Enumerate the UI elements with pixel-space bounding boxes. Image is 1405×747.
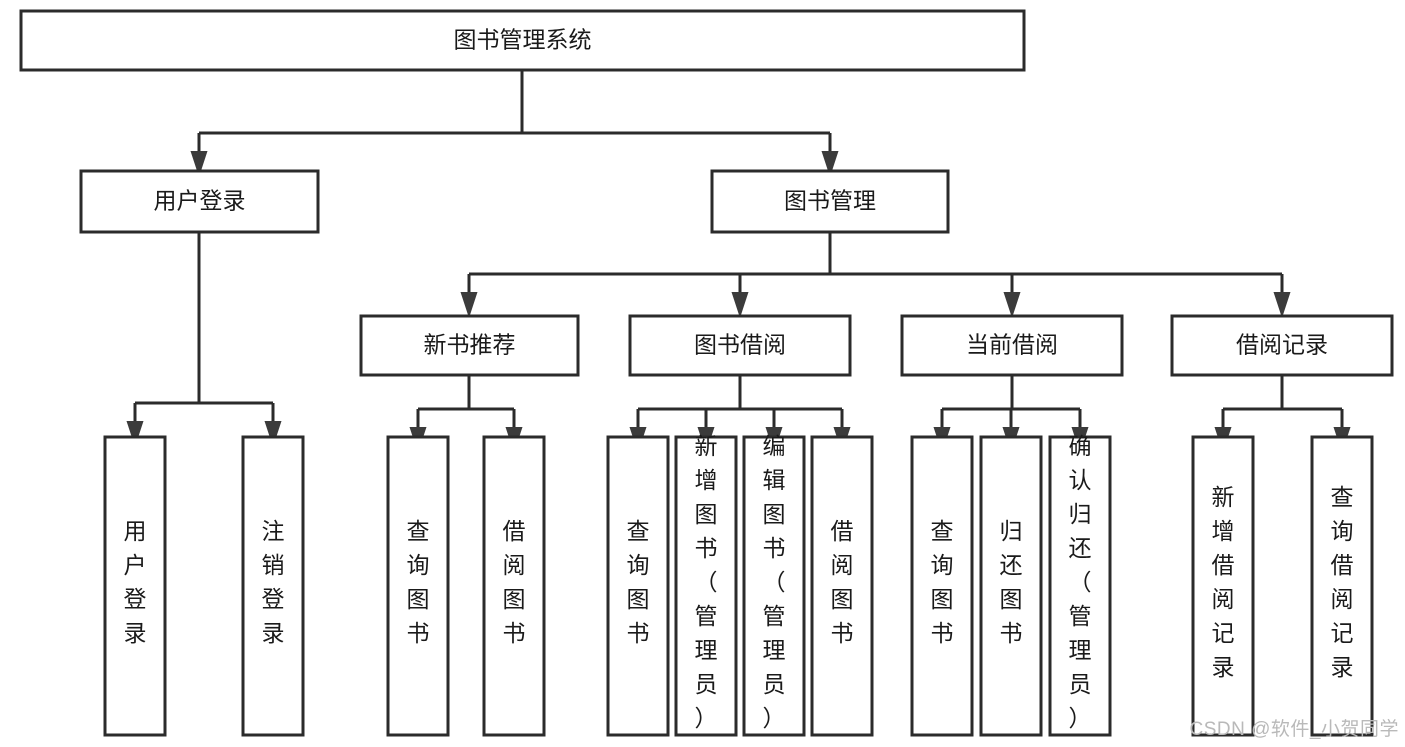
node-label: 借阅图书	[831, 518, 854, 646]
node-label: 查询图书	[627, 518, 650, 646]
node-box	[710, 169, 950, 234]
node-leaf-return-book[interactable]: 归还图书	[979, 435, 1043, 737]
node-leaf-confirm-return-admin[interactable]: 确认归还（管理员）	[1048, 433, 1112, 737]
node-label: 查询借阅记录	[1331, 484, 1354, 680]
node-box	[1191, 435, 1255, 737]
node-label: 借阅图书	[503, 518, 526, 646]
node-box	[1310, 435, 1374, 737]
node-user-login[interactable]: 用户登录	[79, 169, 320, 234]
node-current-borrow[interactable]: 当前借阅	[900, 314, 1124, 377]
node-leaf-query-book-recommend[interactable]: 查询图书	[386, 435, 450, 737]
node-label: 确认归还（管理员）	[1069, 433, 1092, 731]
node-label: 用户登录	[154, 188, 246, 214]
node-label: 归还图书	[1000, 518, 1023, 646]
node-book-borrow[interactable]: 图书借阅	[628, 314, 852, 377]
node-leaf-edit-book-admin[interactable]: 编辑图书（管理员）	[742, 433, 806, 737]
node-new-book-recommend[interactable]: 新书推荐	[359, 314, 580, 377]
node-label: 查询图书	[407, 518, 430, 646]
node-leaf-borrow-book[interactable]: 借阅图书	[810, 435, 874, 737]
node-leaf-user-login[interactable]: 用户登录	[103, 435, 167, 737]
node-box	[482, 435, 546, 737]
node-box	[1048, 435, 1112, 737]
node-box	[386, 435, 450, 737]
node-label: 图书借阅	[694, 332, 786, 358]
node-label: 注销登录	[262, 518, 285, 646]
node-leaf-query-book-borrow[interactable]: 查询图书	[606, 435, 670, 737]
node-leaf-add-book-admin[interactable]: 新增图书（管理员）	[674, 433, 738, 737]
node-box	[628, 314, 852, 377]
node-box	[103, 435, 167, 737]
node-label: 借阅记录	[1236, 332, 1328, 358]
node-label: 当前借阅	[966, 332, 1058, 358]
node-leaf-logout[interactable]: 注销登录	[241, 435, 305, 737]
node-box	[79, 169, 320, 234]
node-box	[900, 314, 1124, 377]
connectors-layer	[126, 70, 1351, 453]
node-box	[979, 435, 1043, 737]
node-box	[19, 9, 1026, 72]
csdn-watermark: CSDN @软件_小贺同学	[1189, 719, 1399, 740]
node-box	[1170, 314, 1394, 377]
node-box	[742, 435, 806, 737]
node-label: 新增借阅记录	[1212, 484, 1235, 680]
node-book-management[interactable]: 图书管理	[710, 169, 950, 234]
node-label: 新书推荐	[424, 332, 516, 358]
node-leaf-query-borrow-record[interactable]: 查询借阅记录	[1310, 435, 1374, 737]
node-box	[359, 314, 580, 377]
node-root[interactable]: 图书管理系统	[19, 9, 1026, 72]
node-leaf-add-borrow-record[interactable]: 新增借阅记录	[1191, 435, 1255, 737]
node-box	[241, 435, 305, 737]
connector-root-to-level1	[190, 70, 839, 177]
connector-userlogin-to-leaves	[126, 232, 282, 447]
node-label: 图书管理	[784, 188, 876, 214]
node-label: 图书管理系统	[454, 27, 592, 53]
nodes-layer: 图书管理系统用户登录图书管理新书推荐图书借阅当前借阅借阅记录用户登录注销登录查询…	[19, 9, 1394, 737]
node-box	[674, 435, 738, 737]
node-leaf-borrow-book-recommend[interactable]: 借阅图书	[482, 435, 546, 737]
node-box	[910, 435, 974, 737]
node-label: 用户登录	[124, 518, 147, 646]
node-leaf-query-book-current[interactable]: 查询图书	[910, 435, 974, 737]
node-box	[810, 435, 874, 737]
node-box	[606, 435, 670, 737]
node-borrow-records[interactable]: 借阅记录	[1170, 314, 1394, 377]
connector-bookmgmt-to-level2	[460, 232, 1291, 318]
node-label: 查询图书	[931, 518, 954, 646]
node-label: 新增图书（管理员）	[695, 433, 718, 731]
node-label: 编辑图书（管理员）	[763, 433, 786, 731]
